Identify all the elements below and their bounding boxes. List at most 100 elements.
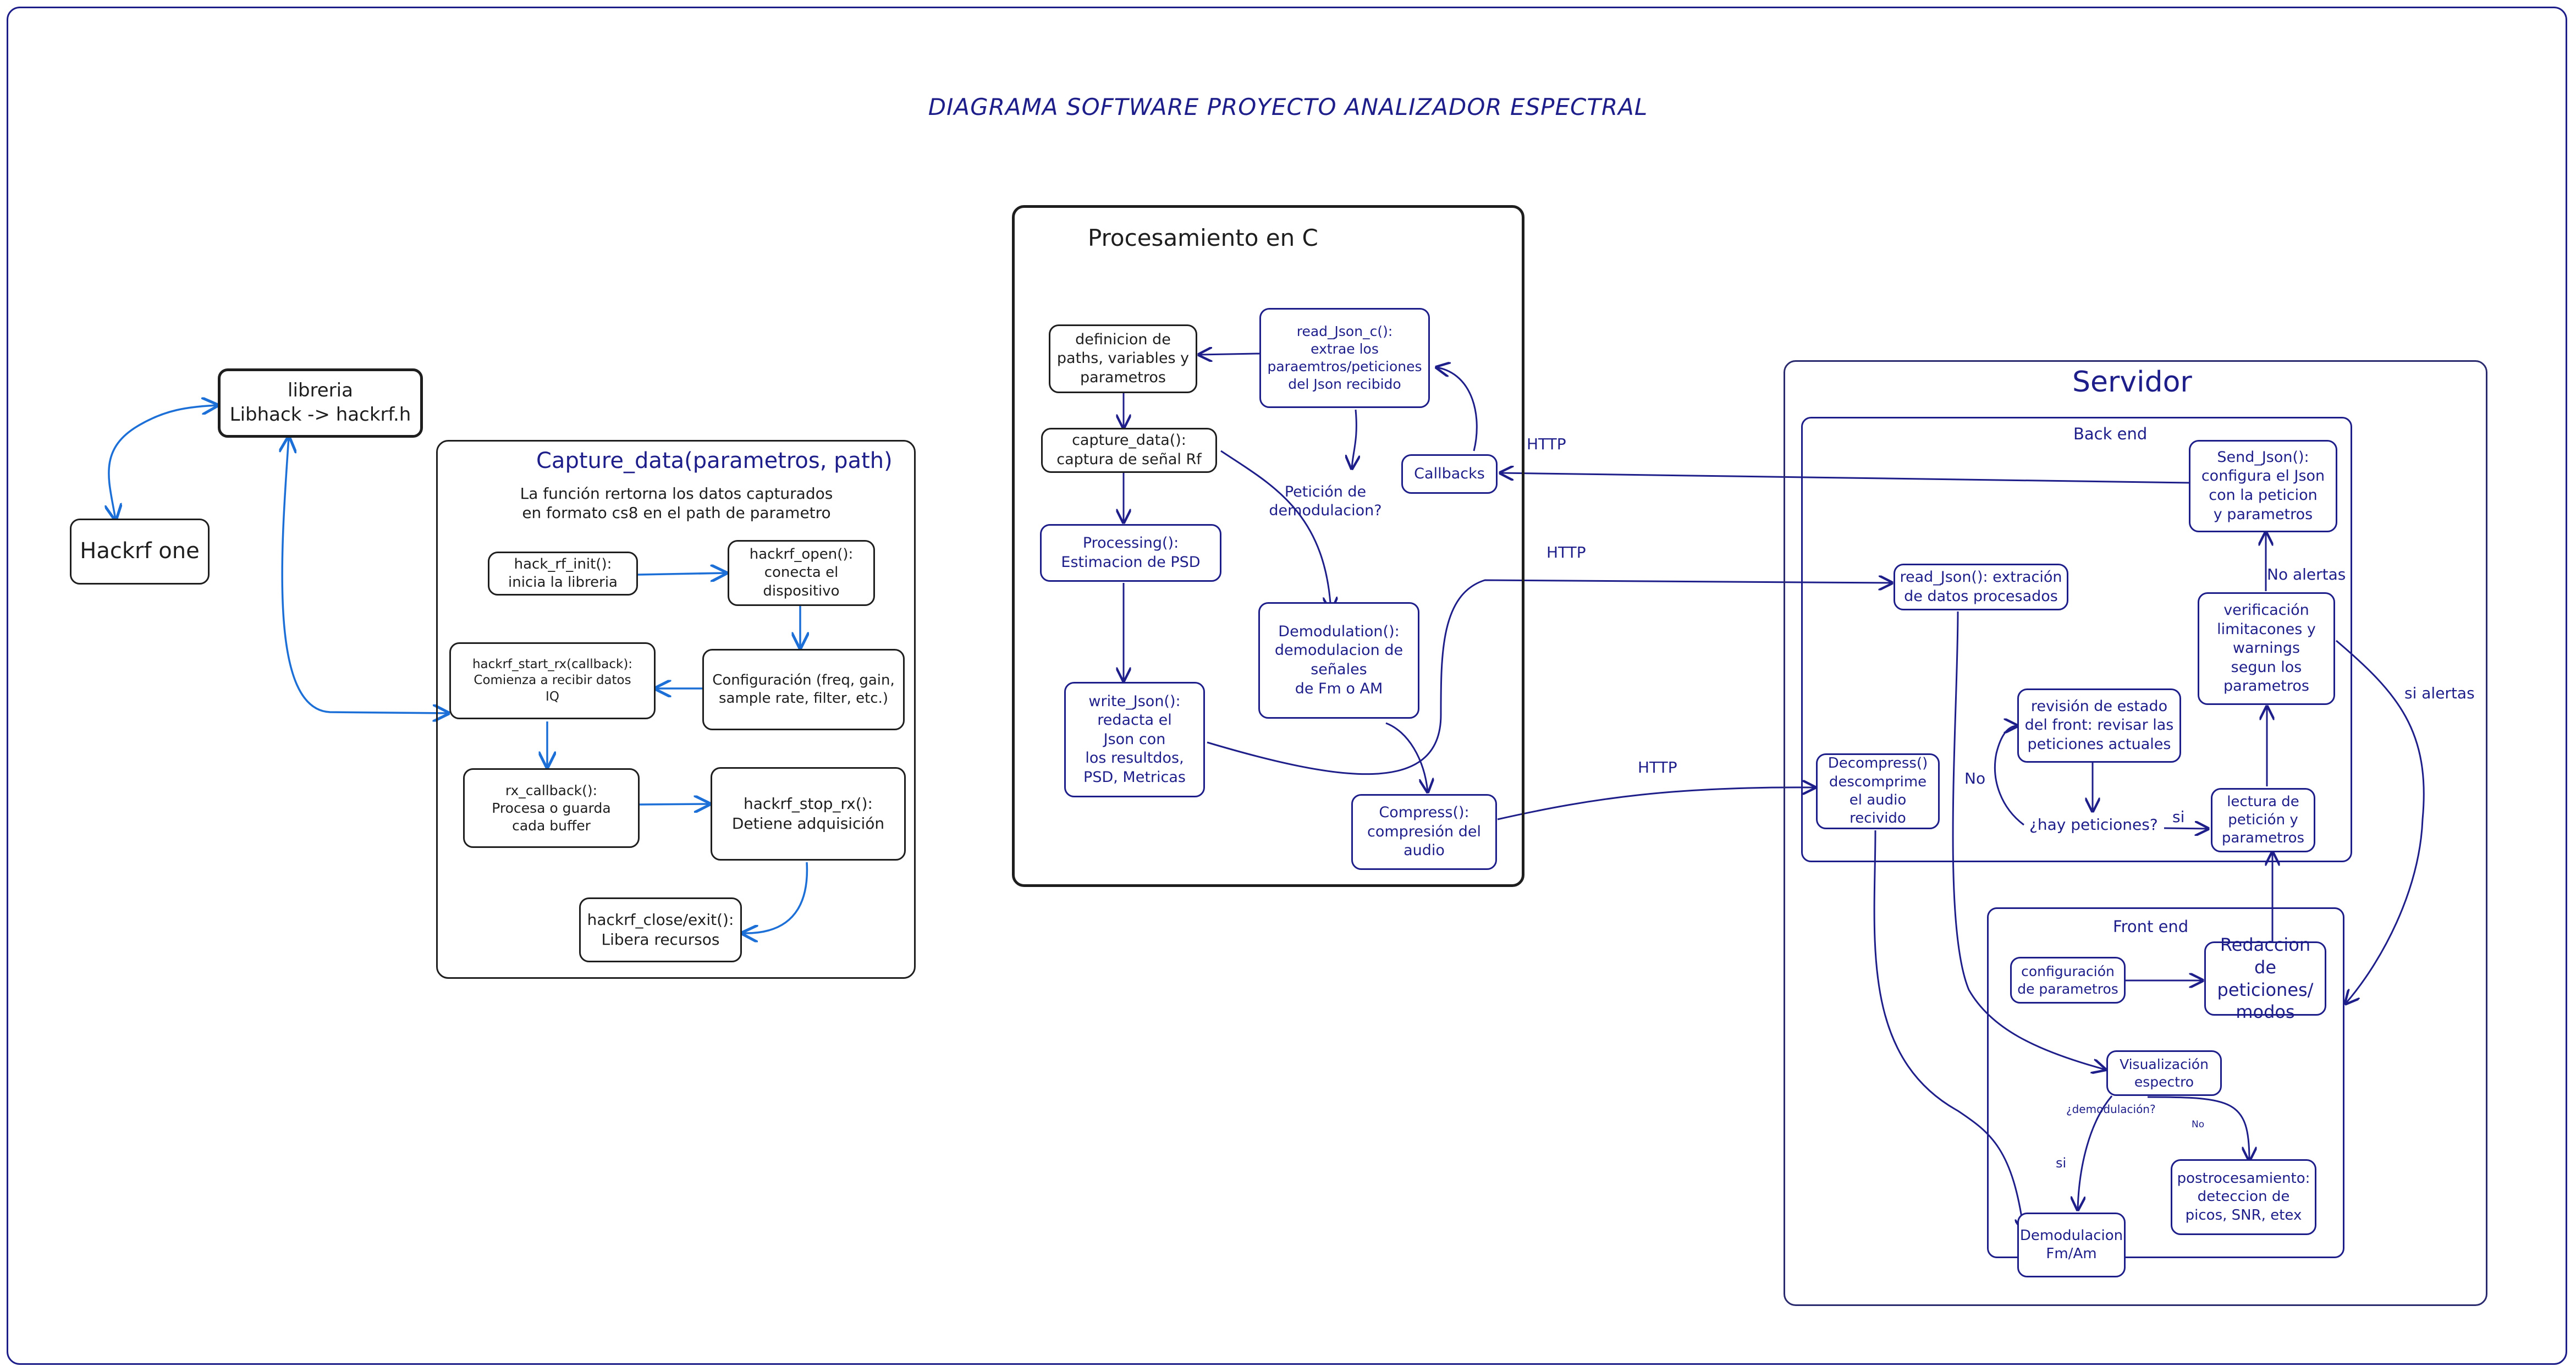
si-small-label: si [2056,1155,2067,1171]
peticion-line-2: demodulacion? [1269,502,1382,519]
definicion-line-3: parametros [1080,368,1166,386]
libreria-line-1: libreria [288,379,353,402]
edge-compress-decompress [1497,787,1815,820]
redaccion-line-1: Redaccion de [2220,934,2311,978]
demodulation-line-4: de Fm o AM [1295,680,1383,697]
configuracion-parametros-line-2: de parametros [2017,980,2118,997]
redaccion-line-2: peticiones/ [2217,979,2314,1000]
backend-title: Back end [2073,425,2148,443]
backend-container [1801,417,2352,862]
postprocesamiento-line-1: postrocesamiento: [2177,1170,2310,1187]
no-label: No [1964,769,1986,787]
hackrf-start-rx-line-3: IQ [546,689,559,704]
lectura-line-1: lectura de [2227,793,2299,810]
redaccion-line-3: modos [2236,1001,2295,1023]
capture-data-container [436,440,916,979]
rx-callback-line-2: Procesa o guarda [492,800,611,816]
read-json-server-box: read_Json(): extración de datos procesad… [1894,564,2068,610]
decompress-line-1: Decompress() [1828,755,1928,772]
hackrf-one-label: Hackrf one [80,538,200,564]
hackrf-stop-rx-line-1: hackrf_stop_rx(): [744,795,873,813]
no-alertas-label: No alertas [2267,565,2346,583]
hack-rf-init-box: hack_rf_init(): inicia la libreria [488,552,638,596]
verificacion-line-1: verificación [2223,602,2309,619]
edge-readjsonc-definicion [1199,354,1260,355]
compress-line-1: Compress(): [1379,804,1469,822]
demod-fm-line-1: Demodulacion [2019,1227,2123,1244]
write-json-line-2: redacta el [1097,712,1172,729]
hackrf-close-line-2: Libera recursos [601,930,720,949]
edge-hackrf-libreria [109,405,217,520]
http-label-callbacks: HTTP [1527,435,1566,453]
no-small-label: No [2192,1119,2205,1130]
visualizacion-espectro-box: Visualización espectro [2106,1050,2222,1096]
edge-demod-compress [1385,722,1428,792]
edge-libreria-start-rx [282,437,448,713]
capture-data-description: La función rertorna los datos capturados… [489,484,863,522]
edge-visual-post [2147,1096,2249,1160]
capture-data-title: Capture_data(parametros, path) [536,448,893,473]
peticion-demodulacion-label: Petición de demodulacion? [1265,483,1386,520]
edge-visual-demodfm [2078,1095,2113,1210]
definicion-line-2: paths, variables y [1056,350,1190,367]
read-json-c-line-4: del Json recibido [1288,376,1401,392]
callbacks-box: Callbacks [1401,454,1498,494]
read-json-c-box: read_Json_c(): extrae los paraemtros/pet… [1259,308,1430,408]
send-json-line-1: Send_Json(): [2217,448,2309,466]
hackrf-open-line-3: dispositivo [763,582,840,599]
write-json-box: write_Json(): redacta el Json con los re… [1064,682,1205,797]
edge-verif-redaccion [2336,640,2425,1004]
read-json-server-line-1: read_Json(): extración [1900,568,2062,586]
revision-estado-box: revisión de estado del front: revisar la… [2017,688,2181,763]
libreria-box: libreria Libhack -> hackrf.h [218,368,423,438]
servidor-title: Servidor [2072,366,2192,399]
configuracion-parametros-line-1: configuración [2021,963,2115,979]
edge-send-callbacks [1500,473,2192,484]
decompress-line-3: el audio recivido [1849,792,1907,827]
read-json-server-line-2: de datos procesados [1904,587,2058,605]
rx-callback-line-1: rx_callback(): [505,782,598,798]
hackrf-start-rx-line-2: Comienza a recibir datos [474,673,631,688]
hack-rf-init-line-2: inicia la libreria [508,574,618,591]
write-json-line-3: Json con [1103,730,1166,748]
procesamiento-c-container [1012,205,1524,887]
read-json-c-line-2: extrae los [1311,341,1379,357]
compress-line-2: compresión del [1367,823,1481,840]
demodulation-box: Demodulation(): demodulacion de señales … [1258,602,1419,719]
edge-hay-revision [1994,726,2024,826]
hackrf-start-rx-line-1: hackrf_start_rx(callback): [472,657,633,671]
hackrf-open-line-1: hackrf_open(): [749,546,854,563]
libreria-line-2: Libhack -> hackrf.h [229,404,411,426]
redaccion-peticiones-box: Redaccion de peticiones/ modos [2204,934,2326,1022]
demodulation-line-3: señales [1311,661,1367,678]
configuracion-parametros-box: configuración de parametros [2010,957,2126,1004]
decompress-line-2: descomprime [1829,773,1927,790]
postprocesamiento-line-2: deteccion de [2197,1188,2290,1205]
rx-callback-line-3: cada buffer [512,817,591,834]
configuracion-hackrf-line-2: sample rate, filter, etc.) [718,690,889,707]
processing-box: Processing(): Estimacion de PSD [1040,524,1221,582]
hackrf-close-box: hackrf_close/exit(): Libera recursos [579,897,742,962]
edge-write-readjson [1207,580,1892,775]
edge-hay-lectura [2164,828,2208,829]
capture-data-c-box: capture_data(): captura de señal Rf [1041,428,1217,473]
postprocesamiento-line-3: picos, SNR, etex [2185,1206,2302,1224]
demod-fm-line-2: Fm/Am [2046,1246,2097,1262]
demodulacion-fm-am-box: Demodulacion Fm/Am [2017,1213,2126,1277]
hackrf-start-rx-box: hackrf_start_rx(callback): Comienza a re… [449,642,656,719]
compress-line-3: audio [1403,842,1445,859]
callbacks-label: Callbacks [1414,465,1485,482]
visualizacion-line-1: Visualización [2120,1056,2209,1072]
edge-init-open [637,573,726,575]
lectura-line-2: petición y [2228,811,2298,828]
send-json-box: Send_Json(): configura el Json con la pe… [2189,440,2337,532]
revision-line-2: del front: revisar las [2024,717,2174,734]
servidor-container [1784,360,2487,1306]
http-label-compress: HTTP [1638,758,1677,776]
capture-desc-line-2: en formato cs8 en el path de parametro [522,504,831,522]
postprocesamiento-box: postrocesamiento: deteccion de picos, SN… [2171,1159,2316,1235]
send-json-line-4: y parametros [2213,505,2313,523]
hackrf-open-box: hackrf_open(): conecta el dispositivo [728,540,875,606]
hackrf-open-line-2: conecta el [764,564,839,581]
